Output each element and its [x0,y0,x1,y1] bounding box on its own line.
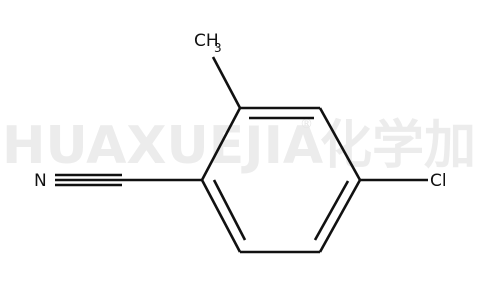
methyl-bond [211,56,242,109]
ring-bond-c3-c4 [318,107,362,181]
atom-label-nitrogen: N [34,171,47,191]
atom-label-chlorine: Cl [430,171,447,191]
watermark: HUAXUEJIA ® 化学加 [2,116,476,176]
watermark-chinese-text: 化学加 [320,116,476,176]
ring-bond-c4-c5 [318,179,362,253]
benzene-ring [200,106,362,254]
atom-label-methyl-subscript: 3 [214,41,222,55]
ring-double-bond-inner-left [212,179,247,241]
atom-label-methyl: CH [194,31,219,51]
nitrile-triple-bond [55,173,122,187]
ring-bond-c6-c1 [200,179,242,253]
ring-double-bond-inner-right [313,180,350,241]
ring-bond-c1-c2 [200,107,242,181]
watermark-registered-mark: ® [300,117,313,132]
watermark-latin-text: HUAXUEJIA [2,116,323,176]
